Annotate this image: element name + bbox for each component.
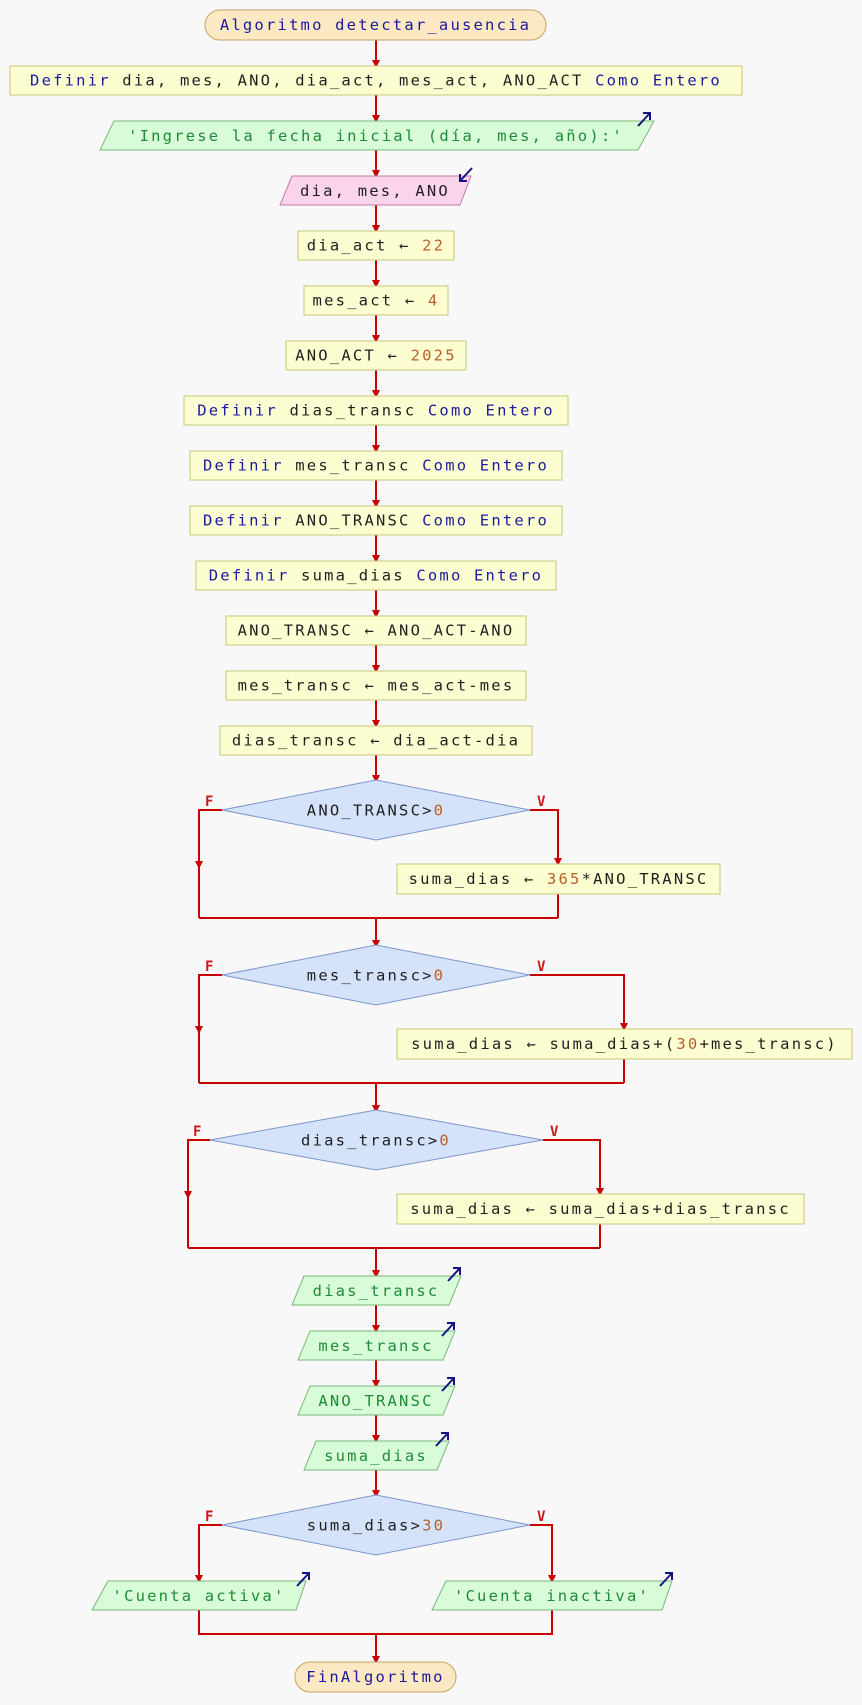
svg-text:ANO_TRANSC ← ANO_ACT-ANO: ANO_TRANSC ← ANO_ACT-ANO xyxy=(238,622,515,640)
output-arrow-icon xyxy=(435,1432,449,1447)
svg-text:ANO_ACT ← 2025: ANO_ACT ← 2025 xyxy=(295,347,457,365)
prompt-output-node: 'Ingrese la fecha inicial (día, mes, año… xyxy=(99,112,655,151)
svg-text:ANO_TRANSC>0: ANO_TRANSC>0 xyxy=(307,802,445,820)
assign-ano-act-node: ANO_ACT ← 2025 xyxy=(285,340,467,371)
label-false-2: F xyxy=(205,959,213,975)
output-cuenta-activa-node: 'Cuenta activa' xyxy=(91,1572,310,1611)
decision-ano-transc: ANO_TRANSC>0 xyxy=(221,779,531,841)
svg-text:'Cuenta inactiva': 'Cuenta inactiva' xyxy=(454,1587,650,1605)
define-suma-dias-node: Definir suma_dias Como Entero xyxy=(195,560,557,591)
svg-text:dias_transc ← dia_act-dia: dias_transc ← dia_act-dia xyxy=(232,732,520,750)
output-arrow-icon xyxy=(296,1572,310,1587)
start-terminal: Algoritmo detectar_ausencia xyxy=(204,9,547,41)
end-terminal: FinAlgoritmo xyxy=(294,1661,457,1693)
svg-text:dias_transc>0: dias_transc>0 xyxy=(301,1132,451,1150)
output-arrow-icon xyxy=(637,112,651,127)
output-cuenta-inactiva-node: 'Cuenta inactiva' xyxy=(431,1572,673,1611)
decision-dias-transc: dias_transc>0 xyxy=(209,1109,544,1171)
label-false-4: F xyxy=(205,1509,213,1525)
define-all-text: Definir dia, mes, ANO, dia_act, mes_act,… xyxy=(30,72,722,90)
svg-text:suma_dias ← 365*ANO_TRANSC: suma_dias ← 365*ANO_TRANSC xyxy=(409,870,709,888)
decision-mes-transc: mes_transc>0 xyxy=(221,944,531,1006)
svg-text:Definir mes_transc Como Entero: Definir mes_transc Como Entero xyxy=(203,457,549,475)
then-suma-30-node: suma_dias ← suma_dias+(30+mes_transc) xyxy=(396,1028,853,1060)
label-false-3: F xyxy=(193,1124,201,1140)
then-suma-365-node: suma_dias ← 365*ANO_TRANSC xyxy=(396,863,721,895)
assign-mes-act-node: mes_act ← 4 xyxy=(303,285,449,316)
define-mes-transc-node: Definir mes_transc Como Entero xyxy=(189,450,563,481)
svg-text:suma_dias: suma_dias xyxy=(324,1447,428,1465)
prompt-text: 'Ingrese la fecha inicial (día, mes, año… xyxy=(128,127,624,145)
decision-suma-dias: suma_dias>30 xyxy=(221,1494,531,1556)
output-dias-transc-node: dias_transc xyxy=(291,1267,462,1306)
calc-dias-transc-node: dias_transc ← dia_act-dia xyxy=(219,725,533,756)
svg-text:dias_transc: dias_transc xyxy=(313,1282,440,1300)
svg-text:'Cuenta activa': 'Cuenta activa' xyxy=(113,1587,286,1605)
svg-text:mes_transc: mes_transc xyxy=(318,1337,433,1355)
label-false-1: F xyxy=(205,794,213,810)
svg-text:suma_dias>30: suma_dias>30 xyxy=(307,1517,445,1535)
svg-text:Definir ANO_TRANSC Como Entero: Definir ANO_TRANSC Como Entero xyxy=(203,512,549,530)
end-label: FinAlgoritmo xyxy=(306,1668,444,1686)
define-dias-transc-node: Definir dias_transc Como Entero xyxy=(183,395,569,426)
svg-text:Definir dias_transc Como Enter: Definir dias_transc Como Entero xyxy=(197,402,555,420)
output-arrow-icon xyxy=(447,1267,461,1282)
read-vars-text: dia, mes, ANO xyxy=(300,182,450,200)
output-arrow-icon xyxy=(441,1377,455,1392)
input-arrow-icon xyxy=(459,167,473,182)
svg-text:mes_transc>0: mes_transc>0 xyxy=(307,967,445,985)
output-arrow-icon xyxy=(659,1572,673,1587)
svg-text:ANO_TRANSC: ANO_TRANSC xyxy=(318,1392,433,1410)
output-arrow-icon xyxy=(441,1322,455,1337)
define-ano-transc-node: Definir ANO_TRANSC Como Entero xyxy=(189,505,563,536)
svg-text:mes_transc ← mes_act-mes: mes_transc ← mes_act-mes xyxy=(238,677,515,695)
start-label: Algoritmo detectar_ausencia xyxy=(220,16,531,34)
then-suma-dias-node: suma_dias ← suma_dias+dias_transc xyxy=(396,1193,805,1225)
calc-ano-transc-node: ANO_TRANSC ← ANO_ACT-ANO xyxy=(225,615,527,646)
output-suma-dias-node: suma_dias xyxy=(303,1432,450,1471)
label-true-3: V xyxy=(550,1124,559,1140)
svg-text:Definir suma_dias Como Entero: Definir suma_dias Como Entero xyxy=(209,567,543,585)
label-true-4: V xyxy=(537,1509,546,1525)
svg-text:dia_act ← 22: dia_act ← 22 xyxy=(307,237,445,255)
label-true-1: V xyxy=(537,794,546,810)
calc-mes-transc-node: mes_transc ← mes_act-mes xyxy=(225,670,527,701)
define-all-node: Definir dia, mes, ANO, dia_act, mes_act,… xyxy=(9,65,743,96)
read-input-node: dia, mes, ANO xyxy=(279,167,473,206)
label-true-2: V xyxy=(537,959,546,975)
svg-text:suma_dias ← suma_dias+dias_tra: suma_dias ← suma_dias+dias_transc xyxy=(410,1200,791,1218)
output-ano-transc-node: ANO_TRANSC xyxy=(297,1377,456,1416)
flow-lines xyxy=(184,38,628,1664)
assign-dia-act-node: dia_act ← 22 xyxy=(297,230,455,261)
svg-text:suma_dias ← suma_dias+(30+mes_: suma_dias ← suma_dias+(30+mes_transc) xyxy=(411,1035,838,1053)
output-mes-transc-node: mes_transc xyxy=(297,1322,456,1361)
svg-text:mes_act ← 4: mes_act ← 4 xyxy=(313,292,440,310)
